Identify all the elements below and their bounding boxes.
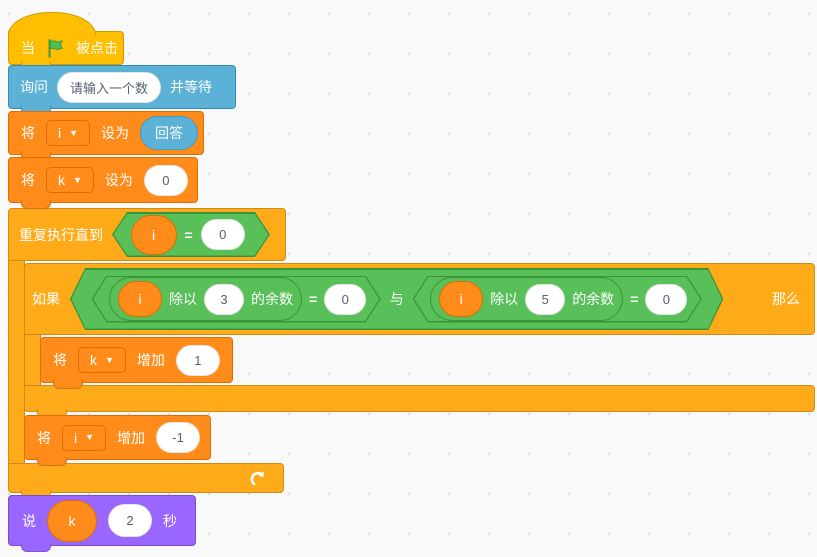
block-set-var-i[interactable]: 将 i ▼ 设为 回答 [8,111,204,161]
divisor-input[interactable]: 5 [525,284,565,315]
ask-question-input[interactable]: 请输入一个数 [57,71,162,103]
change-label: 将 [37,429,51,446]
variable-reporter-i[interactable]: i [439,281,483,317]
say-label: 说 [22,512,36,529]
clicked-label: 被点击 [76,40,118,56]
remainder-label: 的余数 [572,291,615,307]
set-label: 将 [21,172,35,188]
block-change-var-k[interactable]: 将 k ▼ 增加 1 [40,337,233,389]
equals-operator-label: = [184,226,193,243]
to-label: 设为 [104,172,133,188]
divide-label: 除以 [169,291,197,307]
remainder-label: 的余数 [251,291,293,307]
variable-dropdown-k[interactable]: k ▼ [46,167,94,193]
value-input[interactable]: 0 [645,284,687,315]
variable-reporter-k[interactable]: k [47,499,97,542]
if-label: 如果 [32,291,60,307]
value-input[interactable]: 0 [143,164,188,196]
chevron-down-icon: ▼ [105,354,114,365]
block-repeat-until[interactable]: 重复执行直到 i = 0 [8,208,286,261]
answer-reporter[interactable]: 回答 [140,116,199,150]
block-set-var-k[interactable]: 将 k ▼ 设为 0 [8,157,198,209]
variable-reporter-i[interactable]: i [118,281,162,317]
loop-arrow-icon [249,470,269,487]
green-flag-icon [45,38,66,59]
mod-reporter-2[interactable]: i 除以 5 的余数 [430,277,623,321]
value-input[interactable]: 0 [324,284,366,315]
dropdown-value: k [58,172,65,188]
equals-operator-label: = [630,291,639,307]
dropdown-value: i [74,429,78,446]
chevron-down-icon: ▼ [73,174,82,185]
to-label: 设为 [101,125,130,141]
value-input[interactable]: 0 [201,219,245,250]
block-if-then[interactable]: 如果 i 除以 3 的余数 = 0 与 [24,263,815,335]
equals-hexagon[interactable]: i = 0 [112,212,270,257]
chevron-down-icon: ▼ [85,432,95,442]
secs-label: 秒 [163,512,177,529]
equals-hexagon-1[interactable]: i 除以 3 的余数 = 0 [92,276,381,323]
divisor-input[interactable]: 3 [204,284,244,315]
repeat-until-label: 重复执行直到 [19,226,103,243]
by-label: 增加 [136,352,165,368]
mod-reporter-1[interactable]: i 除以 3 的余数 [109,277,302,321]
then-label: 那么 [772,291,800,307]
block-say-for-secs[interactable]: 说 k 2 秒 [8,495,196,552]
block-ask-and-wait[interactable]: 询问 请输入一个数 并等待 [8,65,236,115]
variable-dropdown-i[interactable]: i ▼ [62,424,107,451]
equals-operator-label: = [309,291,318,307]
wait-label: 并等待 [170,79,213,95]
equals-hexagon-2[interactable]: i 除以 5 的余数 = 0 [413,276,702,323]
block-when-flag-clicked[interactable]: 当 被点击 [8,12,124,71]
if-then-bottom-arm[interactable] [24,385,815,418]
by-label: 增加 [117,429,146,446]
dropdown-value: k [90,352,97,368]
repeat-until-bottom-arm[interactable] [8,463,284,499]
and-label: 与 [389,291,404,307]
ask-label: 询问 [20,79,48,95]
if-then-spine[interactable] [24,333,41,387]
change-label: 将 [53,352,67,368]
variable-dropdown-k[interactable]: k ▼ [78,347,126,373]
and-hexagon[interactable]: i 除以 3 的余数 = 0 与 i 除以 [70,268,723,330]
when-label: 当 [21,40,35,56]
value-input[interactable]: 1 [175,344,220,376]
divide-label: 除以 [490,291,519,307]
seconds-input[interactable]: 2 [108,504,152,537]
variable-reporter-i[interactable]: i [131,215,177,255]
set-label: 将 [21,125,35,141]
dropdown-value: i [58,125,62,141]
value-input[interactable]: -1 [156,422,201,453]
block-change-var-i[interactable]: 将 i ▼ 增加 -1 [24,415,211,466]
chevron-down-icon: ▼ [69,127,79,138]
variable-dropdown-i[interactable]: i ▼ [46,120,91,146]
repeat-until-spine[interactable] [8,259,25,465]
